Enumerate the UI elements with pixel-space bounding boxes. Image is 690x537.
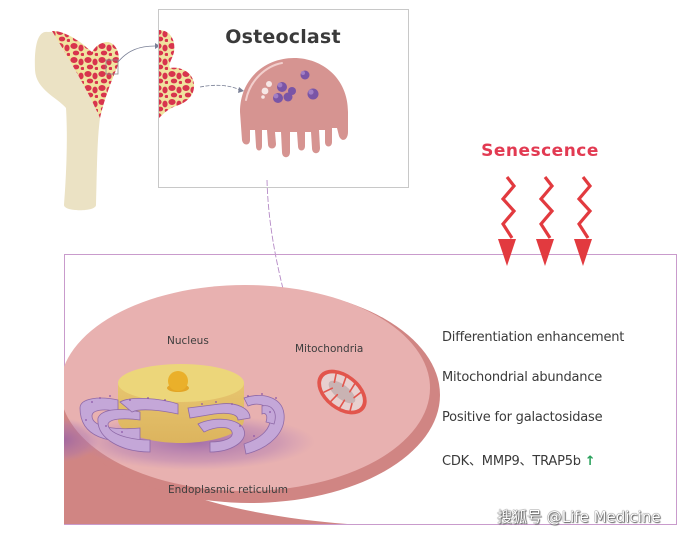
up-arrow-icon: ↑ [584, 454, 596, 469]
senescence-arrows [500, 176, 593, 239]
marrow-to-osteoclast-arrow [199, 84, 241, 91]
zoom-connector-line [117, 45, 156, 63]
arrow-down-icon [498, 239, 516, 266]
femur-bone-illustration [34, 30, 119, 211]
arrow-heads [498, 239, 592, 266]
arrow-down-icon [574, 239, 592, 266]
senescence-label: Senescence [481, 141, 599, 161]
arrow-head-icon [155, 43, 160, 49]
zigzag-arrow-1 [500, 176, 517, 239]
endoplasmic-reticulum-illustration [79, 395, 285, 455]
ribosome-dots [85, 393, 277, 437]
mitochondria-label: Mitochondria [295, 343, 364, 355]
mitochondrion-illustration [317, 369, 367, 415]
feature-galactosidase: Positive for galactosidase [442, 410, 603, 425]
osteoclast-cell-illustration [240, 58, 348, 158]
watermark: 搜狐号 @Life Medicine [497, 508, 661, 526]
bone-marrow-fragment [159, 30, 195, 118]
feature-mitochondrial: Mitochondrial abundance [442, 370, 603, 385]
osteoclast-title: Osteoclast [225, 26, 341, 48]
marker-list: CDK、MMP9、TRAP5b [442, 454, 581, 469]
feature-markers: CDK、MMP9、TRAP5b ↑ [442, 450, 596, 469]
endoplasmic-reticulum-label: Endoplasmic reticulum [168, 484, 288, 496]
zigzag-arrow-3 [576, 176, 593, 239]
arrow-down-icon [536, 239, 554, 266]
arrow-head-icon [238, 87, 244, 93]
nucleus-label: Nucleus [167, 335, 209, 347]
feature-differentiation: Differentiation enhancement [442, 330, 625, 345]
zigzag-arrow-2 [538, 176, 555, 239]
zoom-region-box [105, 59, 119, 75]
